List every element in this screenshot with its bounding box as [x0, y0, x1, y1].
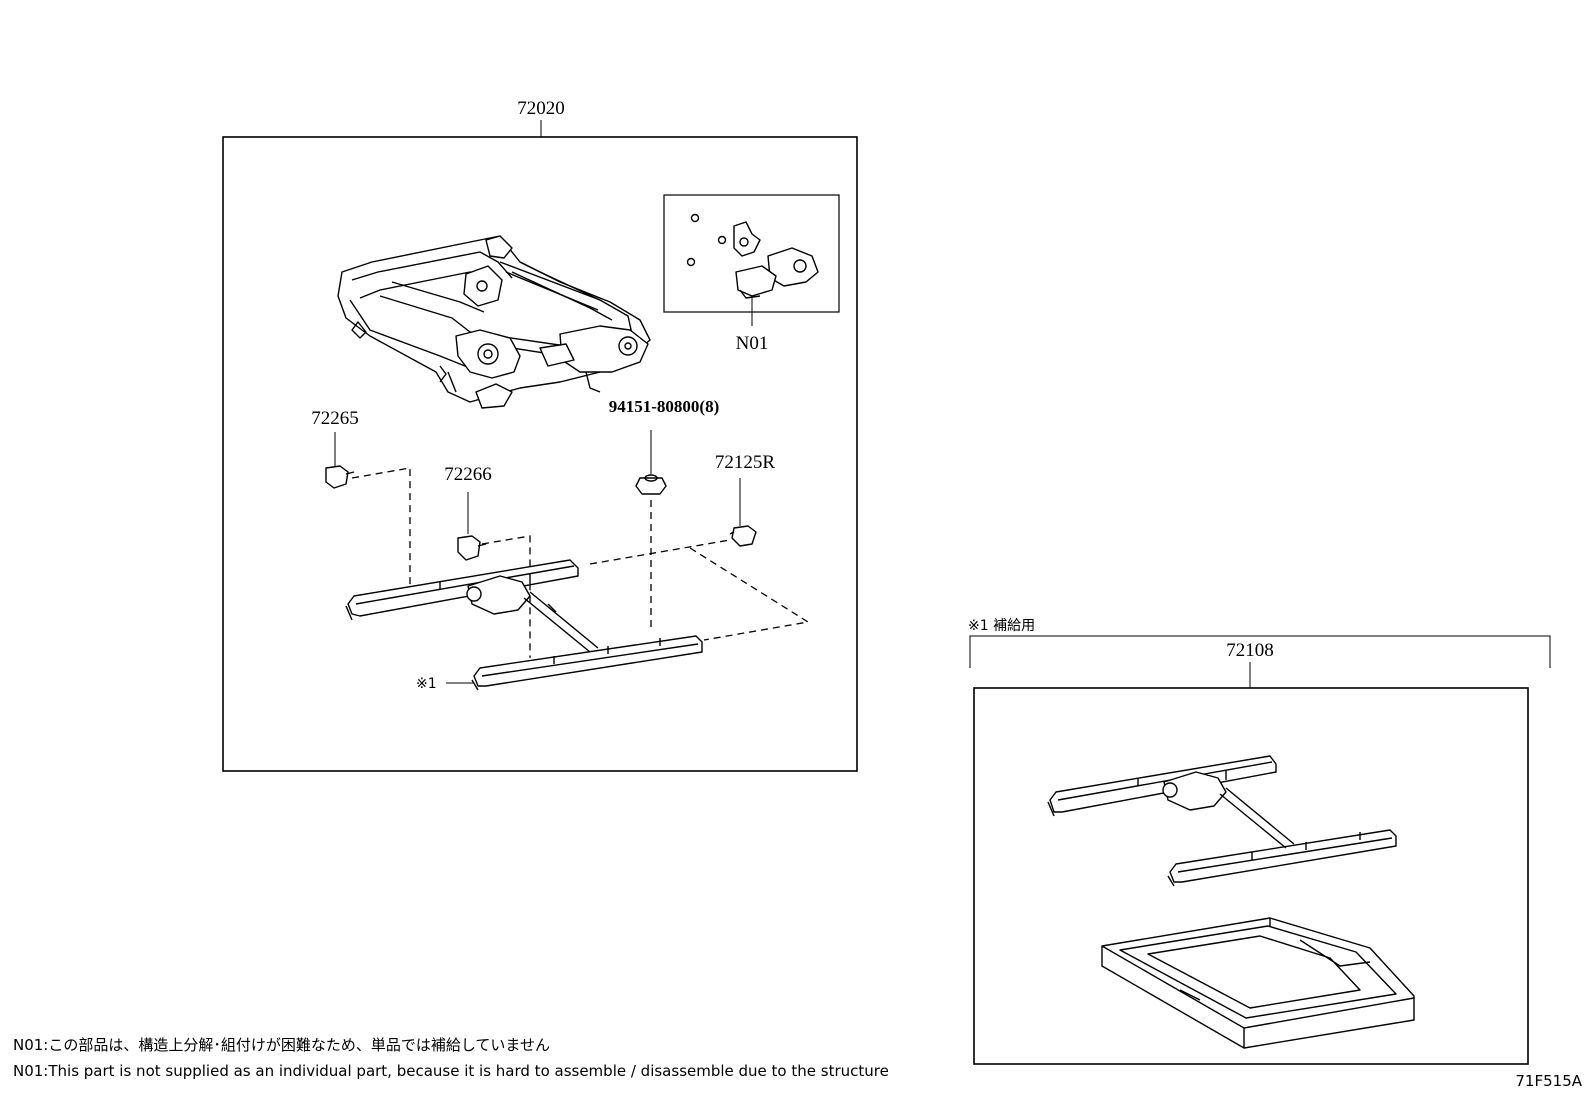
- adjuster-72108-frame: [973, 687, 1529, 1065]
- callout-72265: 72265: [311, 408, 359, 429]
- assembly-72020-frame: [222, 136, 858, 772]
- n01-motor-kit-illustration: [686, 213, 819, 299]
- seat-adjuster-rails-illustration: [345, 559, 703, 691]
- callout-72266: 72266: [444, 464, 492, 485]
- supply-mark-label: ※1: [416, 676, 437, 692]
- callout-94151-80800: 94151-80800(8): [609, 397, 719, 416]
- callout-72020: 72020: [517, 98, 565, 119]
- footnote-jp: N01:この部品は、構造上分解･組付けが困難なため、単品では補給していません: [13, 1036, 550, 1054]
- nut-94151-illustration: [635, 474, 667, 495]
- footnote-en: N01:This part is not supplied as an indi…: [13, 1062, 889, 1080]
- bracket-72265-illustration: [325, 465, 355, 489]
- callout-72108: 72108: [1226, 640, 1274, 661]
- supply-bracket: [969, 635, 1551, 668]
- document-code: 71F515A: [1515, 1072, 1582, 1090]
- callout-n01: N01: [736, 333, 769, 354]
- bracket-72125r-illustration: [729, 525, 757, 547]
- packing-tray-illustration: [1101, 917, 1415, 1049]
- bracket-72266-illustration: [457, 535, 487, 561]
- seat-cushion-frame-illustration: [337, 235, 651, 409]
- adjuster-72108-rails-illustration: [1047, 755, 1397, 887]
- supply-heading: ※1 補給用: [968, 618, 1035, 634]
- callout-72125r: 72125R: [715, 452, 776, 473]
- dashed-leaders: [351, 467, 810, 658]
